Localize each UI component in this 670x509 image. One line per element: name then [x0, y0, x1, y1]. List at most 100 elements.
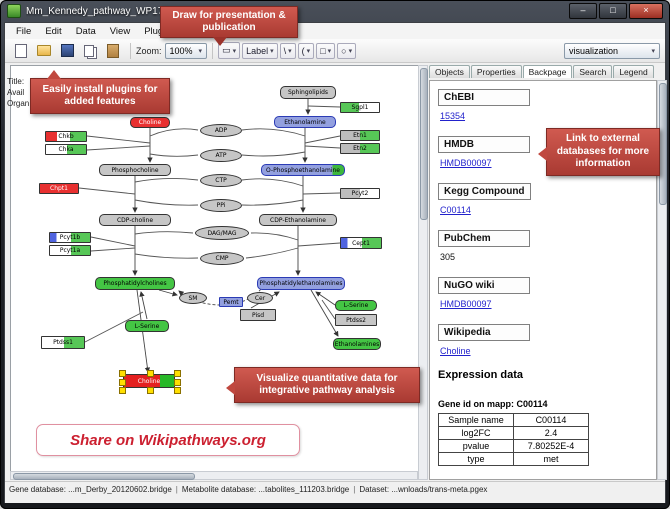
open-file-button[interactable] [33, 40, 55, 61]
node-phosphatidylcholines[interactable]: Phosphatidylcholines [95, 277, 175, 290]
tab-legend[interactable]: Legend [613, 65, 654, 78]
node-pemt[interactable]: Pemt [219, 297, 243, 307]
db-link[interactable]: 15354 [440, 111, 466, 121]
node-ethanolamines[interactable]: Ethanolamines [333, 338, 381, 350]
callout-pointer-icon [226, 381, 235, 395]
canvas-hscrollbar-thumb[interactable] [13, 473, 195, 480]
node-chpt1[interactable]: Chpt1 [39, 183, 79, 194]
node-cer[interactable]: Cer [247, 292, 273, 304]
selection-handle[interactable] [119, 387, 126, 394]
node-cmp[interactable]: CMP [200, 252, 244, 265]
line-tool[interactable]: \▾ [279, 42, 296, 59]
node-pisd[interactable]: Pisd [240, 309, 276, 321]
minimize-button[interactable]: – [569, 3, 597, 19]
node-cdp-choline[interactable]: CDP-choline [99, 214, 171, 226]
selection-handle[interactable] [174, 370, 181, 377]
window-title: Mm_Kennedy_pathway_WP1771_45176.gpml [26, 5, 233, 17]
title-bar[interactable]: Mm_Kennedy_pathway_WP1771_45176.gpml –□× [0, 0, 670, 22]
selection-handle[interactable] [119, 370, 126, 377]
menu-view[interactable]: View [109, 25, 131, 37]
node-cept1[interactable]: Cept1 [340, 237, 382, 249]
new-file-button[interactable] [10, 40, 32, 61]
selection-handle[interactable] [119, 379, 126, 386]
maximize-button[interactable]: □ [599, 3, 627, 19]
datanode-tool[interactable]: ▭▾ [218, 42, 241, 59]
menu-plugins[interactable]: Plugins [137, 25, 182, 38]
dropdown-arrow-icon: ▾ [232, 47, 237, 55]
copy-button[interactable] [79, 40, 101, 61]
node-choline[interactable]: Choline [130, 117, 170, 128]
node-dag-mag[interactable]: DAG/MAG [195, 226, 249, 240]
callout-pointer-icon [538, 147, 547, 161]
node-ptdss2[interactable]: Ptdss2 [335, 314, 377, 326]
node-ptdss1[interactable]: Ptdss1 [41, 336, 85, 349]
db-link[interactable]: C00114 [440, 205, 471, 215]
db-link[interactable]: HMDB00097 [440, 158, 492, 168]
selection-handle[interactable] [174, 379, 181, 386]
db-header: HMDB [438, 136, 530, 153]
node-adp[interactable]: ADP [200, 124, 242, 137]
db-link[interactable]: Choline [440, 346, 471, 356]
node-sgpl1[interactable]: Sgpl1 [340, 102, 380, 113]
node-ctp[interactable]: CTP [200, 174, 242, 187]
label-tool[interactable]: Label▾ [242, 42, 278, 59]
close-button[interactable]: × [629, 3, 663, 19]
oval-tool[interactable]: ○▾ [337, 42, 357, 59]
selection-handle[interactable] [147, 370, 154, 377]
zoom-select[interactable]: 100% ▾ [164, 42, 208, 59]
sidebar-scrollbar-thumb[interactable] [659, 83, 667, 205]
expression-data-title: Expression data [438, 369, 523, 381]
canvas-vscrollbar[interactable] [418, 65, 428, 480]
visualization-select[interactable]: visualization ▾ [564, 42, 660, 59]
node-sphingolipids[interactable]: Sphingolipids [280, 86, 336, 99]
node-l-serine[interactable]: L-Serine [335, 300, 377, 311]
node-l-serine[interactable]: L-Serine [125, 320, 169, 332]
selection-handle[interactable] [147, 387, 154, 394]
callout-draw-text: Draw for presentation & publication [172, 9, 286, 34]
property-label: Title: [7, 77, 25, 86]
oval-tool-icon: ○ [341, 45, 347, 56]
node-phosphatidylethanolamines[interactable]: Phosphatidylethanolamines [257, 277, 345, 290]
tab-properties[interactable]: Properties [470, 65, 522, 78]
window-controls: –□× [567, 3, 663, 19]
menu-file[interactable]: File [16, 25, 32, 37]
canvas-vscrollbar-thumb[interactable] [420, 68, 428, 220]
tab-backpage[interactable]: Backpage [522, 65, 573, 78]
node-pcyt2[interactable]: Pcyt2 [340, 188, 380, 199]
node-etn1[interactable]: Etn1 [340, 130, 380, 141]
node-o-phosphoethanolamine[interactable]: O-Phosphoethanolamine [261, 164, 345, 176]
tab-search[interactable]: Search [573, 65, 613, 78]
node-pcyt1b[interactable]: Pcyt1b [49, 232, 91, 243]
canvas-hscrollbar[interactable] [10, 471, 418, 480]
node-etn2[interactable]: Etn2 [340, 143, 380, 154]
node-pcyt1a[interactable]: Pcyt1a [49, 245, 91, 256]
menu-data[interactable]: Data [75, 25, 96, 37]
save-button[interactable] [56, 40, 78, 61]
menu-edit[interactable]: Edit [45, 25, 62, 37]
node-chka[interactable]: Chka [45, 144, 87, 155]
rect-tool[interactable]: □▾ [316, 42, 336, 59]
node-chkb[interactable]: Chkb [45, 131, 87, 142]
node-phosphocholine[interactable]: Phosphocholine [99, 164, 171, 176]
db-link[interactable]: HMDB00097 [440, 299, 492, 309]
toolbar-separator [212, 42, 214, 59]
table-cell: met [513, 452, 589, 466]
tab-objects[interactable]: Objects [429, 65, 470, 78]
node-cdp-ethanolamine[interactable]: CDP-Ethanolamine [259, 214, 337, 226]
selection-handle[interactable] [174, 387, 181, 394]
new-file-icon [15, 43, 27, 58]
node-ppi[interactable]: PPi [200, 199, 242, 212]
db-header: Kegg Compound [438, 183, 531, 200]
callout-link-text: Link to external databases for more info… [556, 133, 650, 170]
callout-visualize-text: Visualize quantitative data for integrat… [256, 372, 398, 397]
node-atp[interactable]: ATP [200, 149, 242, 162]
paste-button[interactable] [102, 40, 124, 61]
node-ethanolamine[interactable]: Ethanolamine [274, 116, 336, 128]
node-sm[interactable]: SM [179, 292, 207, 304]
arc-tool[interactable]: (▾ [297, 42, 315, 59]
